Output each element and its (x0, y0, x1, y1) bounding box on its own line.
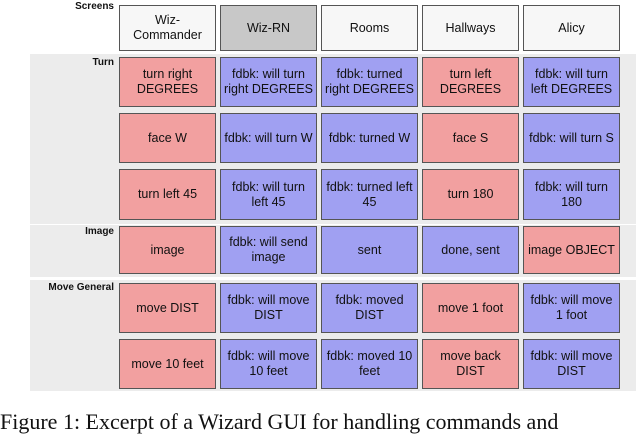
group-label-move-general: Move General (48, 282, 114, 293)
command-button[interactable]: face W (119, 113, 216, 163)
screen-tab-wiz-commander[interactable]: Wiz-Commander (119, 5, 216, 51)
figure-caption: Figure 1: Excerpt of a Wizard GUI for ha… (0, 409, 559, 434)
group-label-turn: Turn (92, 57, 114, 68)
command-button[interactable]: move 10 feet (119, 339, 216, 389)
command-button[interactable]: turn 180 (422, 169, 519, 220)
screen-tab-hallways[interactable]: Hallways (422, 5, 519, 51)
screen-tab-alicy[interactable]: Alicy (523, 5, 620, 51)
feedback-button[interactable]: fdbk: will turn W (220, 113, 317, 163)
feedback-button[interactable]: fdbk: turned W (321, 113, 418, 163)
command-button[interactable]: turn left 45 (119, 169, 216, 220)
group-label-screens: Screens (75, 1, 114, 12)
screen-tab-rooms[interactable]: Rooms (321, 5, 418, 51)
feedback-button[interactable]: sent (321, 226, 418, 274)
command-button[interactable]: image (119, 226, 216, 274)
command-button[interactable]: move 1 foot (422, 283, 519, 333)
screen-tab-wiz-rn[interactable]: Wiz-RN (220, 5, 317, 51)
command-button[interactable]: face S (422, 113, 519, 163)
group-label-image: Image (85, 226, 114, 237)
feedback-button[interactable]: fdbk: will turn S (523, 113, 620, 163)
command-button[interactable]: move DIST (119, 283, 216, 333)
command-button[interactable]: image OBJECT (523, 226, 620, 274)
feedback-button[interactable]: done, sent (422, 226, 519, 274)
